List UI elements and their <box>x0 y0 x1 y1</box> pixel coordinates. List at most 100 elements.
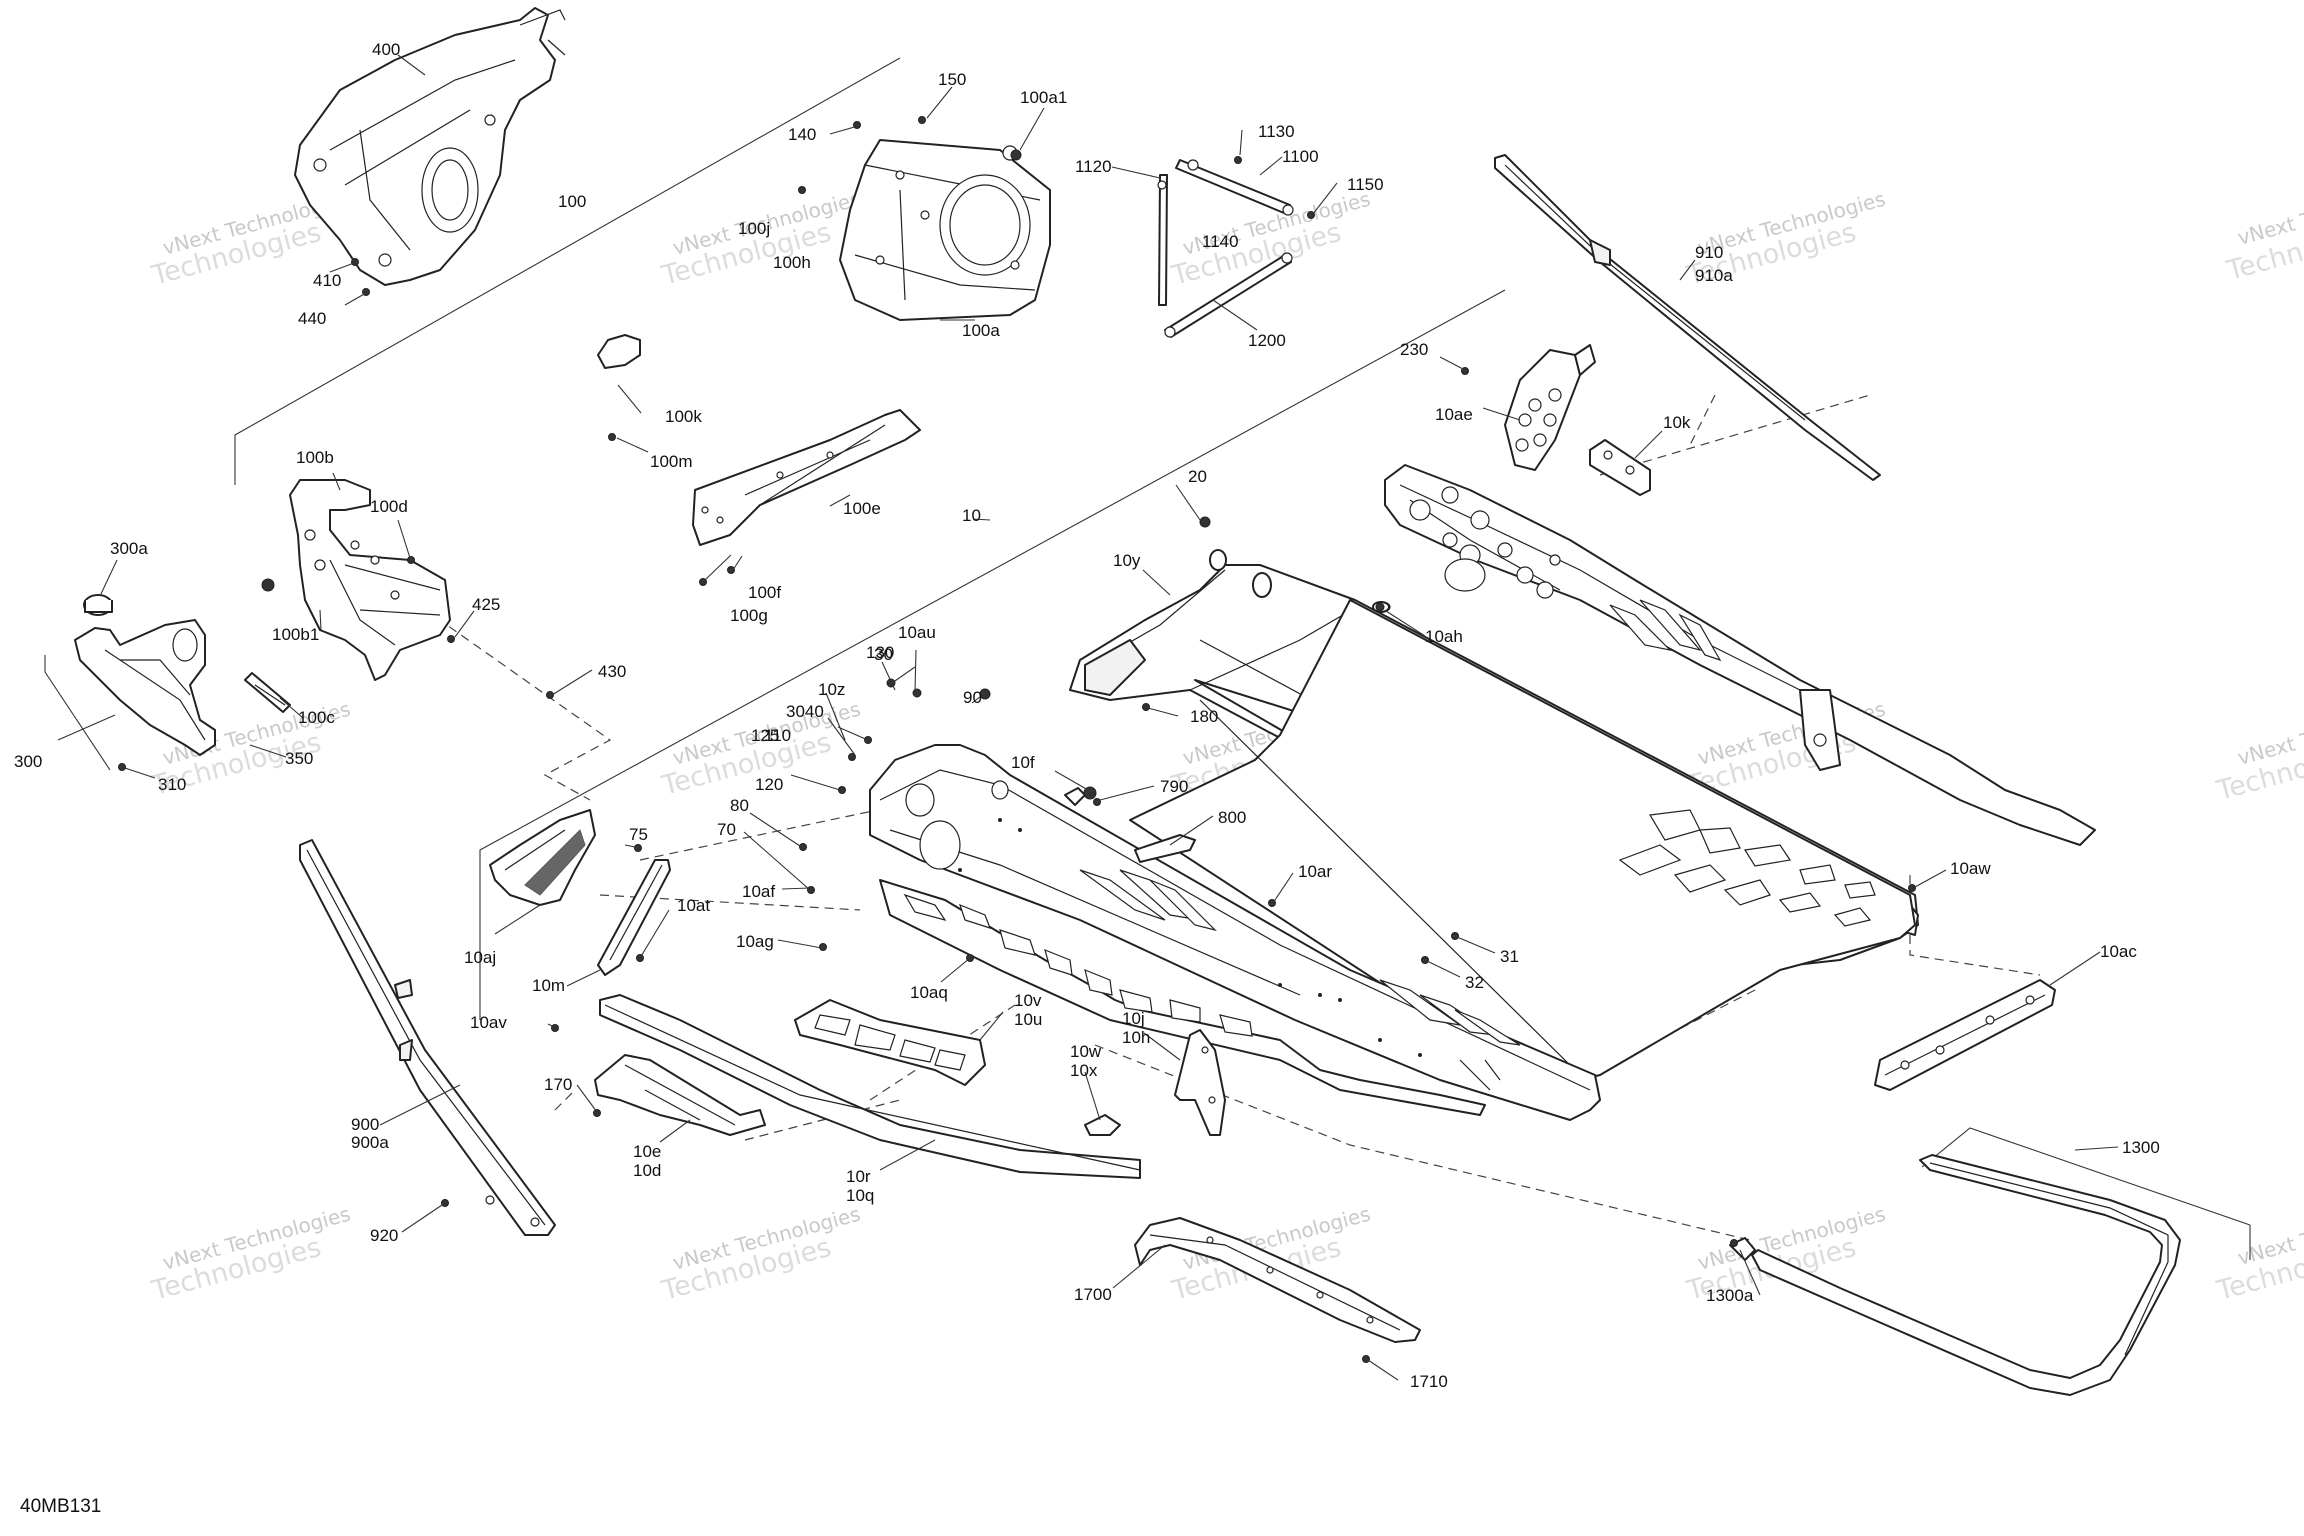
part-300-spindle-bracket <box>74 594 216 756</box>
part-1300-rear-bumper <box>1729 1154 2181 1396</box>
callout-label: 10ac <box>2100 942 2137 961</box>
part-900-angle-rail <box>299 839 556 1236</box>
callout-label: 10m <box>532 976 565 995</box>
callout-label: 1150 <box>1347 175 1384 194</box>
callout-label: 10v <box>1014 991 1042 1010</box>
callout-label: 170 <box>544 1075 572 1094</box>
part-10aj-bracket <box>489 809 596 906</box>
callout-label: 30 <box>874 645 893 664</box>
callout-label: 10j <box>1122 1009 1145 1028</box>
callout-label: 1120 <box>1075 157 1112 176</box>
callout-label: 400 <box>372 40 400 59</box>
callout-label: 1100 <box>1282 147 1319 166</box>
part-100k-cover <box>597 334 641 369</box>
callout-label: 1200 <box>1248 331 1286 350</box>
callout-label: 10aw <box>1950 859 1991 878</box>
part-10v-bracket <box>794 999 986 1086</box>
callout-label: 180 <box>1190 707 1218 726</box>
callout-label: 130 <box>866 643 894 662</box>
part-1100-1200-rods <box>1157 159 1294 338</box>
callout-label: 100h <box>773 253 811 272</box>
leader-lines <box>57 54 2119 1381</box>
callout-label: 100j <box>738 219 770 238</box>
callout-label: 900 <box>351 1115 379 1134</box>
callout-label: 110 <box>764 726 791 745</box>
callout-label: 10ae <box>1435 405 1473 424</box>
part-10ac-bracket <box>1874 979 2056 1091</box>
part-100b-bracket <box>289 479 451 681</box>
callout-label: 10e <box>633 1142 661 1161</box>
callout-label: 900a <box>351 1133 389 1152</box>
callout-label: 440 <box>298 309 326 328</box>
callout-label: 100k <box>665 407 702 426</box>
part-10j-bracket <box>1174 1029 1226 1136</box>
callout-label: 410 <box>313 271 341 290</box>
callout-label: 1710 <box>1410 1372 1448 1391</box>
callout-label: 10ag <box>736 932 774 951</box>
callout-label: 32 <box>1465 973 1484 992</box>
callout-label: 100m <box>650 452 693 471</box>
part-800-plate <box>1134 834 1196 863</box>
callout-label: 310 <box>158 775 186 794</box>
callout-label: 3040 <box>786 702 824 721</box>
callout-label: 10d <box>633 1161 661 1180</box>
part-100c-pin <box>244 672 291 713</box>
callout-label: 10af <box>742 882 775 901</box>
callout-label: 790 <box>1160 777 1188 796</box>
callout-label: 80 <box>730 796 749 815</box>
callout-label: 300 <box>14 752 42 771</box>
callout-label: 120 <box>755 775 783 794</box>
part-10-right-rail <box>1372 464 2096 846</box>
callout-label: 125 <box>751 726 779 745</box>
callout-label: 1300 <box>2122 1138 2160 1157</box>
part-10w-clip <box>1084 1114 1121 1136</box>
callout-label: 75 <box>629 825 648 844</box>
callout-label: 100 <box>558 192 586 211</box>
callout-label: 920 <box>370 1226 398 1245</box>
part-10ae-bracket <box>1504 344 1596 471</box>
part-10m-strut <box>597 859 671 976</box>
part-10f-clip <box>1064 787 1086 806</box>
callout-label: 10aj <box>464 948 496 967</box>
callout-label: 10aq <box>910 983 948 1002</box>
callout-label: 10r <box>846 1167 871 1186</box>
part-10-tunnel-assembly <box>1129 599 1919 1081</box>
callout-label: 20 <box>1188 467 1207 486</box>
diagram-code: 40MB131 <box>20 1496 101 1517</box>
part-400-steering-frame <box>294 7 566 286</box>
callout-label: 150 <box>938 70 966 89</box>
callout-label: 10y <box>1113 551 1141 570</box>
callout-label: 100d <box>370 497 408 516</box>
part-10e-bracket <box>594 1054 766 1136</box>
callout-label: 230 <box>1400 340 1428 359</box>
callout-label: 800 <box>1218 808 1246 827</box>
callout-label: 10ah <box>1425 627 1463 646</box>
part-10r-rail <box>599 994 1141 1179</box>
part-10-tunnel-side <box>869 744 1601 1121</box>
callout-label: 10au <box>898 623 936 642</box>
callout-label: 1140 <box>1202 232 1239 251</box>
callout-label: 10w <box>1070 1042 1102 1061</box>
callout-label: 10q <box>846 1186 874 1205</box>
callout-label: 100f <box>748 583 781 602</box>
callout-label: 100a <box>962 321 1000 340</box>
callout-label: 425 <box>472 595 500 614</box>
callout-label: 100g <box>730 606 768 625</box>
callout-label: 100a1 <box>1020 88 1067 107</box>
callout-label: 100b <box>296 448 334 467</box>
callout-label: 10h <box>1122 1028 1150 1047</box>
callout-label: 300a <box>110 539 148 558</box>
callout-label: 10av <box>470 1013 507 1032</box>
callout-label: 1300a <box>1706 1286 1754 1305</box>
callout-label: 100b1 <box>272 625 319 644</box>
callout-labels: 400 150 100a1 140 1130 1120 1100 1150 10… <box>14 40 2160 1391</box>
callout-label: 1700 <box>1074 1285 1112 1304</box>
callout-label: 10at <box>677 896 710 915</box>
callout-label: 1130 <box>1258 122 1295 141</box>
callout-label: 100e <box>843 499 881 518</box>
callout-label: 910 <box>1695 243 1723 262</box>
callout-label: 90 <box>963 688 982 707</box>
callout-label: 70 <box>717 820 736 839</box>
callout-label: 10k <box>1663 413 1691 432</box>
